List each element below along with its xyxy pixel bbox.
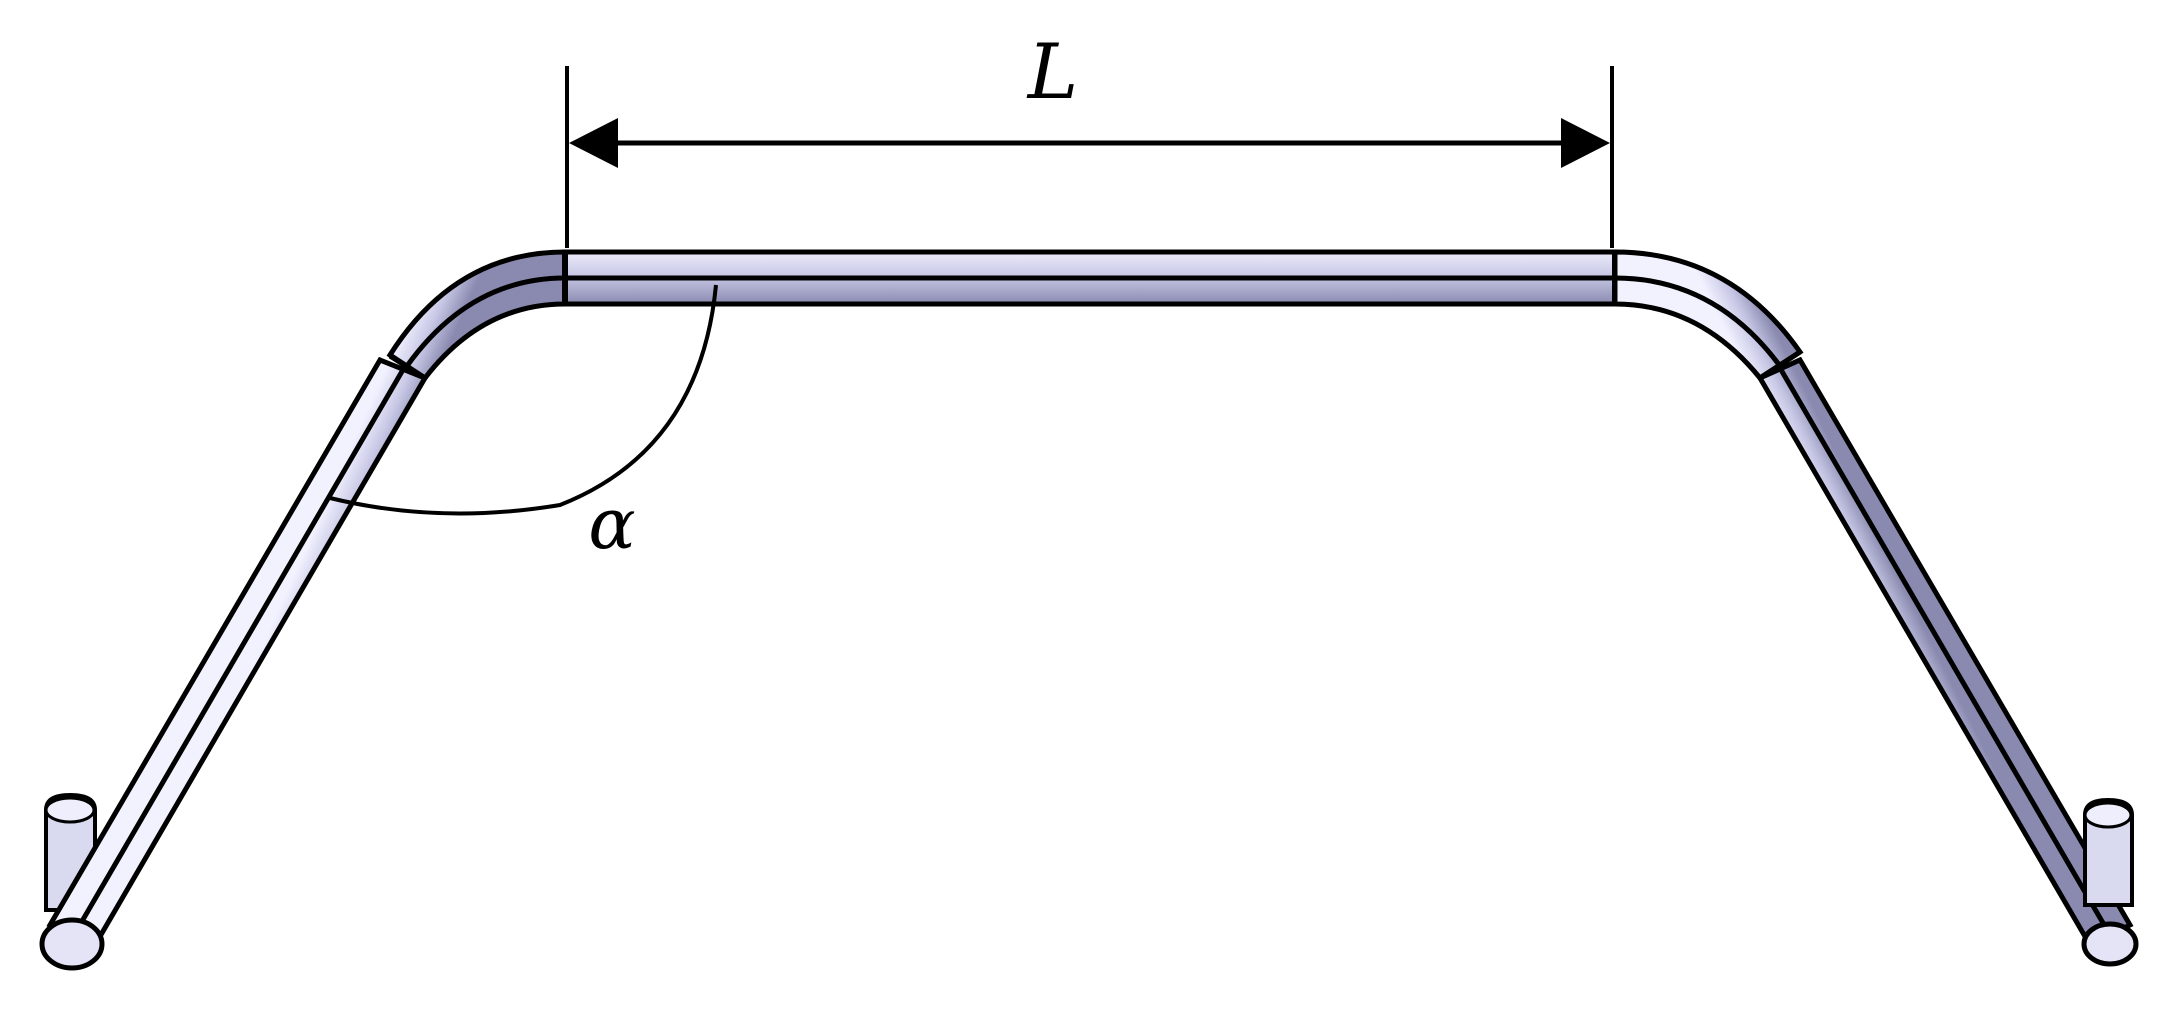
length-dimension: L bbox=[565, 27, 1614, 248]
arrowhead-right bbox=[1561, 118, 1610, 168]
left-end-clamp bbox=[44, 792, 97, 912]
angle-arc bbox=[329, 284, 718, 516]
right-tube-end-cap bbox=[2081, 921, 2139, 967]
left-bend bbox=[386, 249, 568, 382]
left-inclined-tube bbox=[46, 356, 429, 949]
right-bend bbox=[1612, 249, 1804, 382]
length-label: L bbox=[1026, 27, 1078, 116]
angle-dimension: α bbox=[329, 284, 718, 565]
angle-label: α bbox=[588, 483, 635, 565]
straight-tube bbox=[562, 249, 1618, 307]
arrowhead-left bbox=[569, 118, 618, 168]
right-inclined-tube bbox=[1756, 356, 2134, 949]
right-end-clamp bbox=[2083, 797, 2134, 907]
left-tube-end-cap bbox=[39, 917, 105, 971]
